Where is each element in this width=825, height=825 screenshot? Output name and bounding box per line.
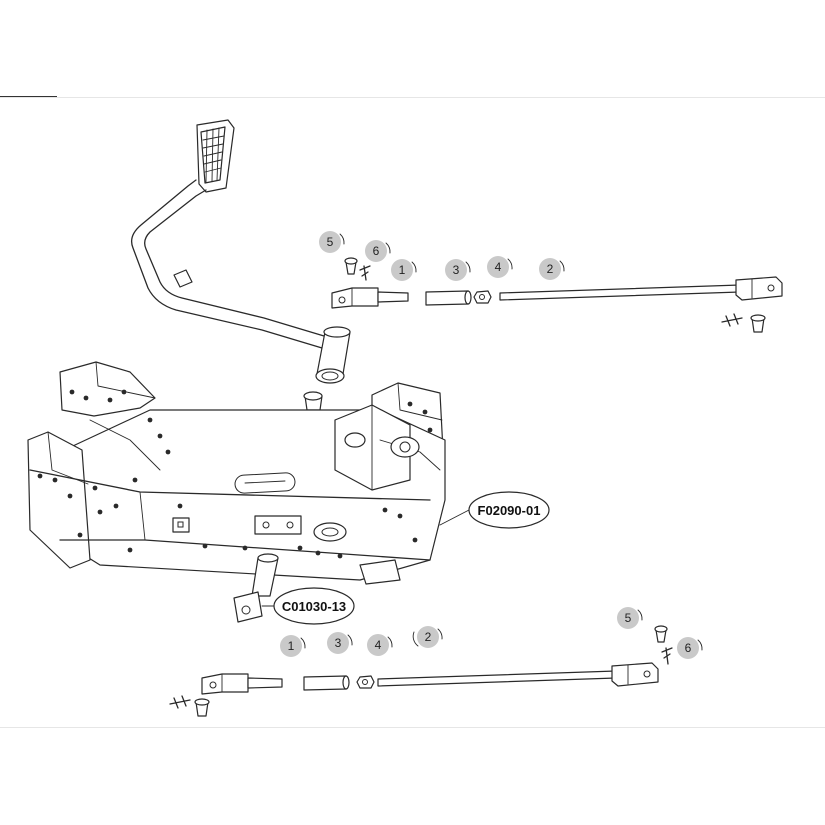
upper-linkage [331,257,783,333]
callout-label: 4 [375,638,382,652]
callout-label: 2 [425,630,432,644]
callout-label: 5 [625,611,632,625]
callout-label: 2 [547,262,554,276]
callout-badge: 4 [367,634,393,656]
callout-badge: 5 [617,607,643,629]
pedal-pad [196,119,235,193]
header-rule [0,97,825,98]
pedal-pivot-tube [315,326,351,384]
callout-badge: 6 [365,240,391,262]
callout-badge: 6 [677,637,703,659]
callout-label: 5 [327,235,334,249]
callout-badge: 1 [280,635,306,657]
callout-label: 4 [495,260,502,274]
callout-label: 3 [453,263,460,277]
main-frame [27,361,446,585]
callout-label: 6 [373,244,380,258]
callout-label: 1 [399,263,406,277]
lower-callouts: 1 3 4 2 5 6 [280,607,703,659]
callout-badge: 3 [445,259,471,281]
callout-badge: 4 [487,256,513,278]
assembly-code-callout: F02090-01 [439,491,550,529]
upper-clevis-left [331,287,409,309]
callout-badge: 2 [539,258,565,280]
upper-callouts: 5 6 1 3 4 2 [319,231,565,281]
upper-clevis-right [735,276,783,301]
callout-badge: 1 [391,259,417,281]
assembly-code-callout: C01030-13 [261,587,355,625]
lower-pivot-shaft [233,553,279,623]
callout-label: 1 [288,639,295,653]
callout-label: 3 [335,636,342,650]
lower-linkage [169,625,673,717]
lower-clevis-left [201,673,283,695]
callout-label: 6 [685,641,692,655]
callout-badge: 3 [327,632,353,654]
deck-slot [234,472,296,494]
assembly-code-label: F02090-01 [478,503,541,518]
callout-badge: 2 [412,626,443,648]
callout-badge: 5 [319,231,345,253]
assembly-code-label: C01030-13 [282,599,346,614]
brake-pedal [130,119,351,411]
footer-rule [0,727,825,728]
lower-clevis-right [611,662,659,687]
